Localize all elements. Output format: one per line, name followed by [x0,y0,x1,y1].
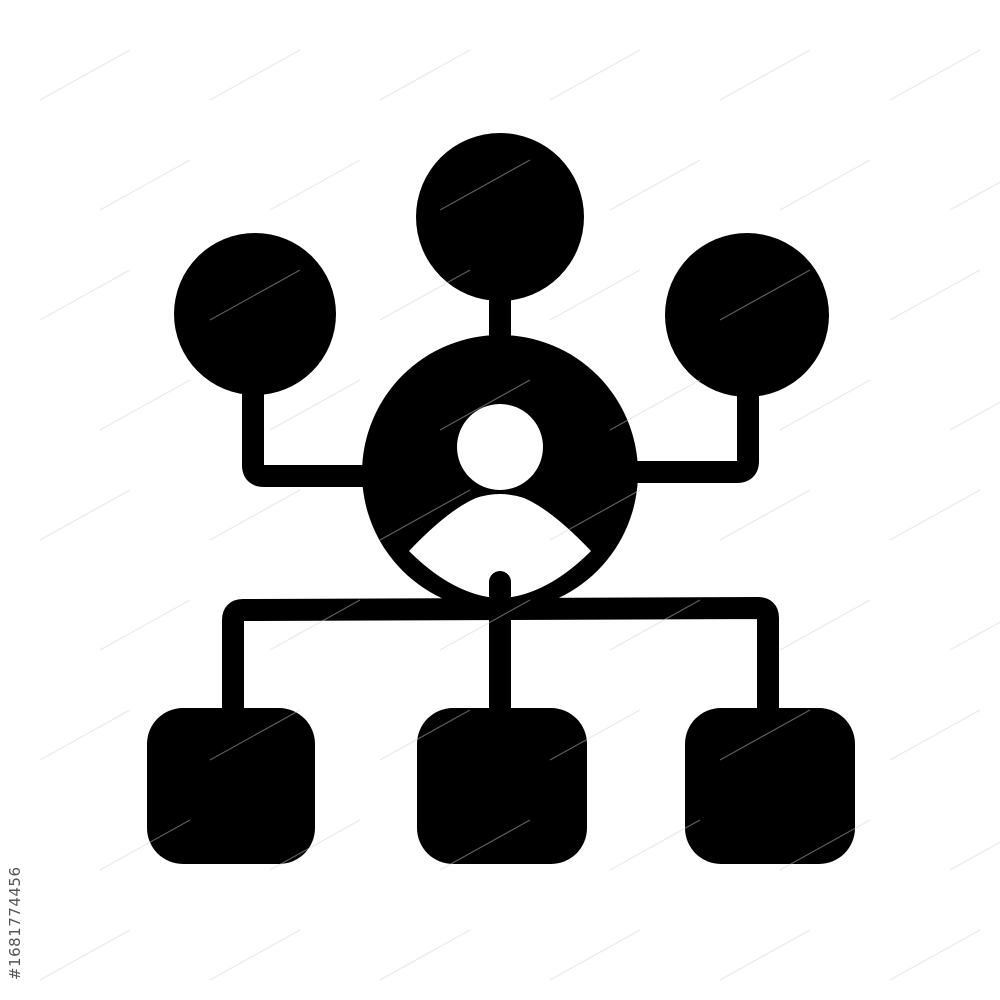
circle-node-icon [174,233,336,395]
connector-top-left [242,367,383,487]
bottom-nodes [147,708,855,864]
user-shoulders [409,494,591,597]
circle-node-icon [416,133,584,301]
user-profile-icon [362,335,638,611]
circle-node-icon [665,233,829,397]
connector-bottom-bus [222,597,779,726]
user-head [457,404,543,490]
lower-connectors [222,571,779,726]
connector-top-right [617,369,759,483]
top-nodes [174,133,829,397]
square-node-icon [147,708,315,864]
square-node-icon [417,708,587,864]
square-node-icon [685,708,855,864]
stock-id-label: #1681774456 [6,866,24,980]
